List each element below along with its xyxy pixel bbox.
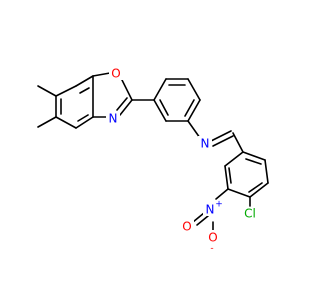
label-bg: [109, 66, 123, 80]
bond: [224, 165, 229, 190]
phenyl-ring: [153, 78, 201, 122]
molecule-canvas: O N N Cl N + O O -: [37, 66, 269, 254]
atom-nitrogen-ring: N: [109, 112, 118, 126]
bond-ch-aryl: [232, 132, 244, 153]
methyl-bond-top: [37, 85, 57, 97]
oxazole-ring: [92, 72, 133, 118]
bond-phenyl-imine: [187, 120, 201, 139]
bond: [55, 116, 77, 129]
label-bg: [106, 111, 120, 125]
bond: [224, 151, 244, 167]
bond: [187, 78, 201, 101]
bond: [75, 116, 94, 129]
double-bond-inner: [245, 158, 262, 165]
double-bond-inner: [228, 167, 232, 184]
nitro-n-charge: +: [215, 200, 223, 210]
label-bg: [198, 136, 212, 150]
bond: [119, 99, 133, 116]
nitro-o-charge: -: [210, 244, 213, 254]
bond: [249, 182, 269, 198]
double-bond-inner: [159, 99, 169, 116]
bond: [264, 159, 269, 184]
benzoxazole-benzene-ring: [55, 75, 94, 129]
imine-double-bond-b: [212, 135, 234, 147]
double-bond-inner: [77, 114, 89, 122]
bond-nitro: [215, 188, 229, 200]
molecule-structure: O N N Cl N + O O -: [37, 66, 269, 254]
bond: [92, 72, 111, 77]
atom-chlorine: Cl: [244, 207, 256, 221]
label-bg: [203, 202, 217, 216]
label-bg: [180, 219, 194, 233]
bond: [153, 78, 167, 101]
double-bond-inner: [248, 182, 263, 193]
bond: [153, 99, 167, 122]
bond: [75, 75, 94, 87]
methyl-bond-bottom: [37, 116, 57, 128]
atom-nitro-oxygen-bottom: O: [208, 231, 217, 245]
chloronitrophenyl-ring: [224, 151, 269, 198]
bond: [55, 85, 77, 97]
double-bond-inner: [116, 97, 128, 111]
bond: [121, 79, 133, 101]
atom-nitro-oxygen-left: O: [182, 220, 191, 234]
bond: [242, 151, 266, 161]
label-bg: [206, 230, 220, 244]
atom-oxygen-ring: O: [111, 67, 120, 81]
label-bg: [240, 207, 260, 221]
double-bond-inner: [184, 99, 195, 117]
bond: [187, 99, 201, 122]
atom-nitrogen-imine: N: [201, 137, 210, 151]
bond-nitro-o-left-double: [196, 215, 209, 226]
imine-double-bond-a: [210, 130, 232, 142]
bond-nitro-o-left: [192, 212, 205, 223]
double-bond-inner: [79, 87, 90, 94]
bond: [227, 188, 251, 198]
atom-nitro-nitrogen: N: [206, 203, 215, 217]
